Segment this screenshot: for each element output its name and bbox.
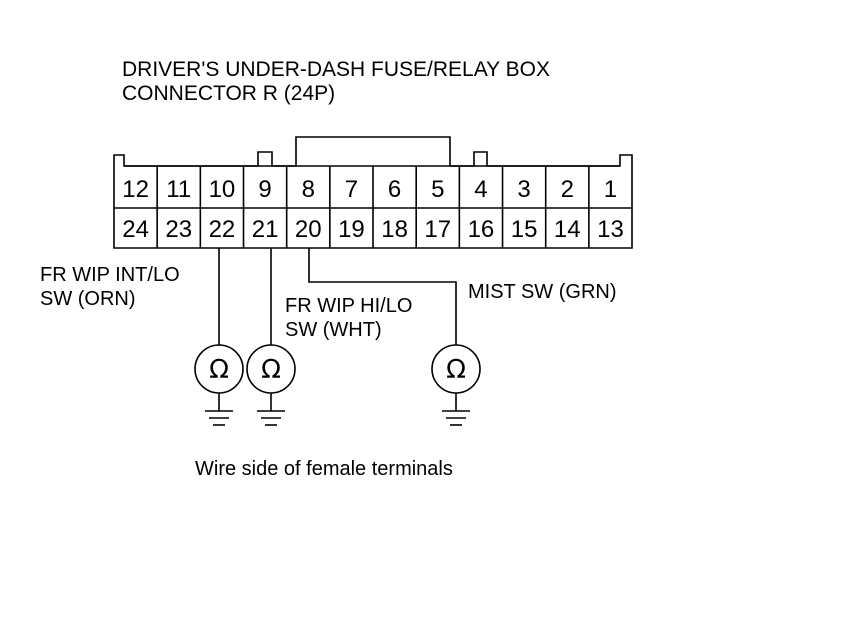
caption: Wire side of female terminals [195, 458, 453, 480]
pin-15: 15 [511, 216, 538, 243]
pin-7: 7 [345, 176, 358, 203]
ohmmeter-mist: Ω [431, 344, 481, 394]
int-lo-label-line-1: FR WIP INT/LO [40, 264, 180, 286]
pin-5: 5 [431, 176, 444, 203]
pin-21: 21 [252, 216, 279, 243]
pin-18: 18 [381, 216, 408, 243]
pin-4: 4 [474, 176, 487, 203]
ground-icon [442, 393, 470, 426]
pin-22: 22 [209, 216, 236, 243]
title-line-1: DRIVER'S UNDER-DASH FUSE/RELAY BOX [122, 58, 550, 81]
pin-16: 16 [468, 216, 495, 243]
pin-20: 20 [295, 216, 322, 243]
ground-icon [257, 393, 285, 426]
hi-lo-label-line-1: FR WIP HI/LO [285, 295, 412, 317]
pin-17: 17 [424, 216, 451, 243]
hi-lo-label-line-2: SW (WHT) [285, 319, 382, 341]
pin-9: 9 [258, 176, 271, 203]
ohmmeter-int-lo: Ω [194, 344, 244, 394]
omega-symbol: Ω [446, 355, 466, 385]
ohmmeter-hi-lo: Ω [246, 344, 296, 394]
pin-19: 19 [338, 216, 365, 243]
pin-14: 14 [554, 216, 581, 243]
pin-6: 6 [388, 176, 401, 203]
omega-symbol: Ω [261, 355, 281, 385]
mist-label: MIST SW (GRN) [468, 281, 617, 303]
int-lo-label-line-2: SW (ORN) [40, 288, 136, 310]
pin-10: 10 [209, 176, 236, 203]
pin-23: 23 [165, 216, 192, 243]
pin-8: 8 [302, 176, 315, 203]
pin-13: 13 [597, 216, 624, 243]
pin-24: 24 [122, 216, 149, 243]
pin-2: 2 [561, 176, 574, 203]
wire-mist [308, 248, 457, 345]
pin-12: 12 [122, 176, 149, 203]
pin-1: 1 [604, 176, 617, 203]
pin-11: 11 [166, 176, 191, 203]
pin-3: 3 [517, 176, 530, 203]
ground-icon [205, 393, 233, 426]
omega-symbol: Ω [209, 355, 229, 385]
title-line-2: CONNECTOR R (24P) [122, 82, 335, 105]
